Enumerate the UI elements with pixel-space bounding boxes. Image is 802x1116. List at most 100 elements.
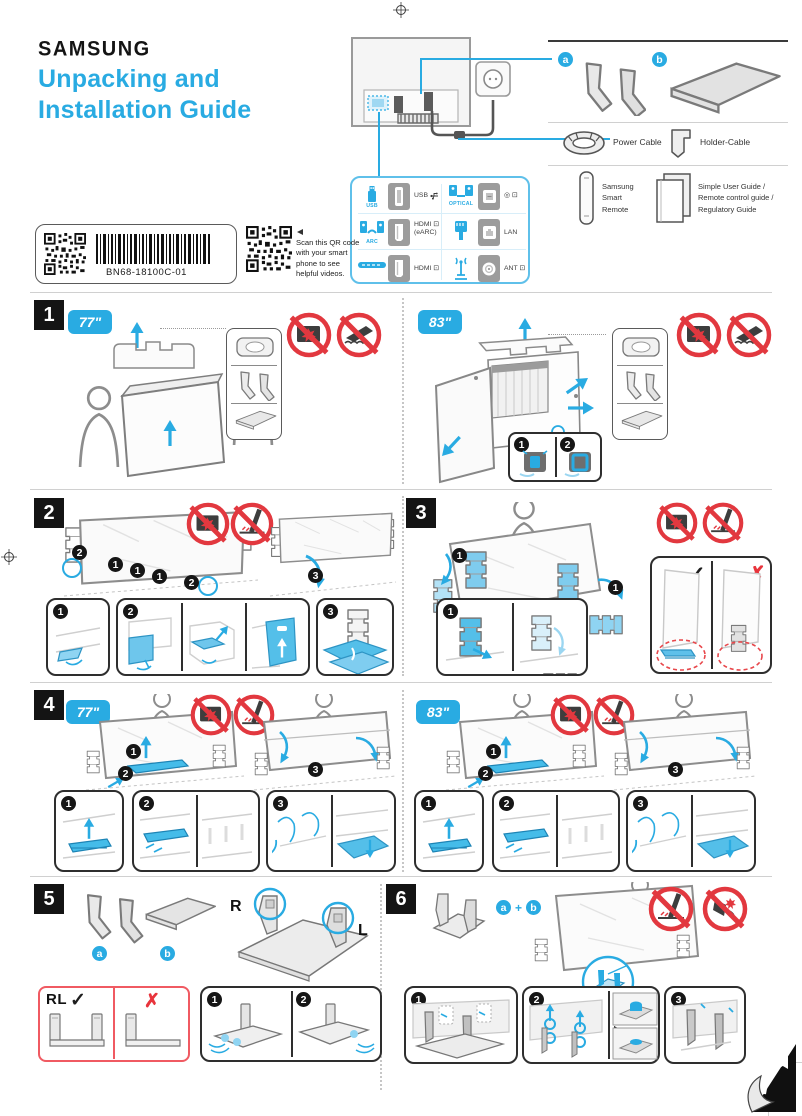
s1-right-parts-panel	[612, 328, 668, 440]
s4-77-panel-step3: 3	[266, 790, 396, 872]
section-5-number: 5	[34, 884, 64, 914]
leader-dots-s1-left	[160, 328, 226, 329]
user-guide-icon	[656, 173, 691, 223]
s4-step1-badge: 1	[126, 744, 141, 759]
s4-step1-badge: 1	[486, 744, 501, 759]
arc-source-label: ARC	[366, 239, 378, 245]
label-qr-code	[44, 233, 86, 275]
step-1-badge: 1	[421, 796, 436, 811]
s4-step3-badge: 3	[308, 762, 323, 777]
legs-icon	[240, 371, 275, 401]
unbox-77-illustration	[78, 322, 274, 478]
s4-83-wrap-illustration	[613, 694, 757, 791]
qr-pointer-icon	[297, 229, 303, 235]
no-screen-impact-icon	[676, 312, 722, 358]
stand-base-badge-b: b	[652, 52, 667, 67]
s2-main-illustration	[62, 511, 259, 597]
no-lean-icon	[233, 694, 275, 736]
s6-step3-art	[672, 999, 738, 1051]
latch-step-1-art	[519, 450, 548, 477]
hdmi-port	[388, 255, 410, 282]
step-2-badge: 2	[529, 992, 544, 1007]
usb-port	[388, 183, 410, 210]
s4-step3b-art	[695, 809, 750, 859]
correct-art	[656, 569, 706, 671]
smart-remote-icon	[579, 171, 594, 225]
leader-line-power	[458, 138, 610, 140]
step-2-badge: 2	[296, 992, 311, 1007]
leader-line-stand	[420, 58, 422, 94]
s3-correct-wrong-panel: ✓ ✗	[650, 556, 772, 674]
s2-step2c-art	[251, 617, 297, 669]
usb-source-icon: USB	[360, 183, 384, 209]
step-3-badge: 3	[273, 796, 288, 811]
leader-line-ports	[378, 112, 380, 176]
rl-label: RL	[46, 991, 67, 1008]
s3-step1-badge: 1	[608, 580, 623, 595]
s2-step1-badge: 1	[152, 569, 167, 584]
no-screen-impact-icon	[190, 694, 232, 736]
divider-3	[30, 682, 772, 683]
s4-step2a-art	[139, 813, 191, 859]
s6-ab-combo: a + b	[496, 900, 542, 915]
s6-step1-art	[412, 999, 510, 1059]
step-2-badge: 2	[499, 796, 514, 811]
size-badge-77: 77"	[66, 700, 110, 724]
s4-step3a-art	[272, 812, 327, 861]
s3-step1a-art	[445, 617, 505, 663]
step-1-badge: 1	[207, 992, 222, 1007]
accessories-divider-1	[548, 122, 788, 123]
s2-step1-badge: 1	[108, 557, 123, 572]
s6-stand-icon	[432, 893, 486, 939]
size-badge-77: 77"	[68, 310, 112, 334]
base-icon	[235, 410, 277, 430]
s3-step1b-art	[519, 615, 579, 674]
foam-cap-icon	[236, 337, 274, 357]
s4-83-panel-step1: 1	[414, 790, 484, 872]
section-6-number: 6	[386, 884, 416, 914]
no-face-down-icon	[726, 312, 772, 358]
s4-step3a-art	[632, 812, 687, 861]
s1-left-parts-panel	[226, 328, 282, 440]
page-turn-icon	[747, 1044, 796, 1113]
no-screen-impact-icon	[186, 502, 230, 546]
s2-step3-badge: 3	[308, 568, 323, 583]
s5-step2-art	[297, 1003, 375, 1054]
qr-caption: Scan this QR code with your smart phone …	[296, 238, 360, 278]
latch-step-1-badge: 1	[514, 437, 529, 452]
optical-port-label: ◎ ⊡	[504, 192, 518, 199]
leader-line-stand-h	[420, 58, 552, 60]
step-3-badge: 3	[323, 604, 338, 619]
s4-77-panel-step1: 1	[54, 790, 124, 872]
divider-s5-s6	[380, 884, 382, 1090]
s6-step2-inset-art	[612, 992, 658, 1060]
step-1-badge: 1	[53, 604, 68, 619]
lan-port	[478, 219, 500, 246]
stand-base-illustration	[670, 62, 781, 114]
optical-source-icon: OPTICAL	[446, 183, 476, 207]
s2-step2-badge: 2	[184, 575, 199, 590]
s4-step2a-art	[499, 813, 551, 859]
right-leg-label: R	[230, 898, 242, 915]
s2-step1-art	[55, 627, 101, 666]
step-1-badge: 1	[61, 796, 76, 811]
s2-step3-illustration	[269, 512, 397, 597]
arc-source-icon: ARC	[358, 219, 386, 245]
section-2-number: 2	[34, 498, 64, 528]
no-lean-icon	[648, 886, 694, 932]
latch-step-2-art	[564, 452, 591, 477]
s4-83-panel-step2: 2	[492, 790, 620, 872]
accessories-divider-2	[548, 165, 788, 166]
registration-mark-top	[393, 2, 409, 18]
step-2-badge: 2	[123, 604, 138, 619]
soundbar-source-icon	[357, 259, 387, 271]
legs-icon	[626, 371, 661, 401]
no-screen-impact-icon	[286, 312, 332, 358]
usb-source-label: USB	[366, 203, 378, 209]
s4-step3b-art	[335, 809, 390, 859]
s2-step2b-art	[189, 621, 235, 665]
page-title: Unpacking and Installation Guide	[38, 65, 252, 124]
s2-step2-badge: 2	[72, 545, 87, 560]
lan-port-label: LAN	[504, 229, 518, 236]
